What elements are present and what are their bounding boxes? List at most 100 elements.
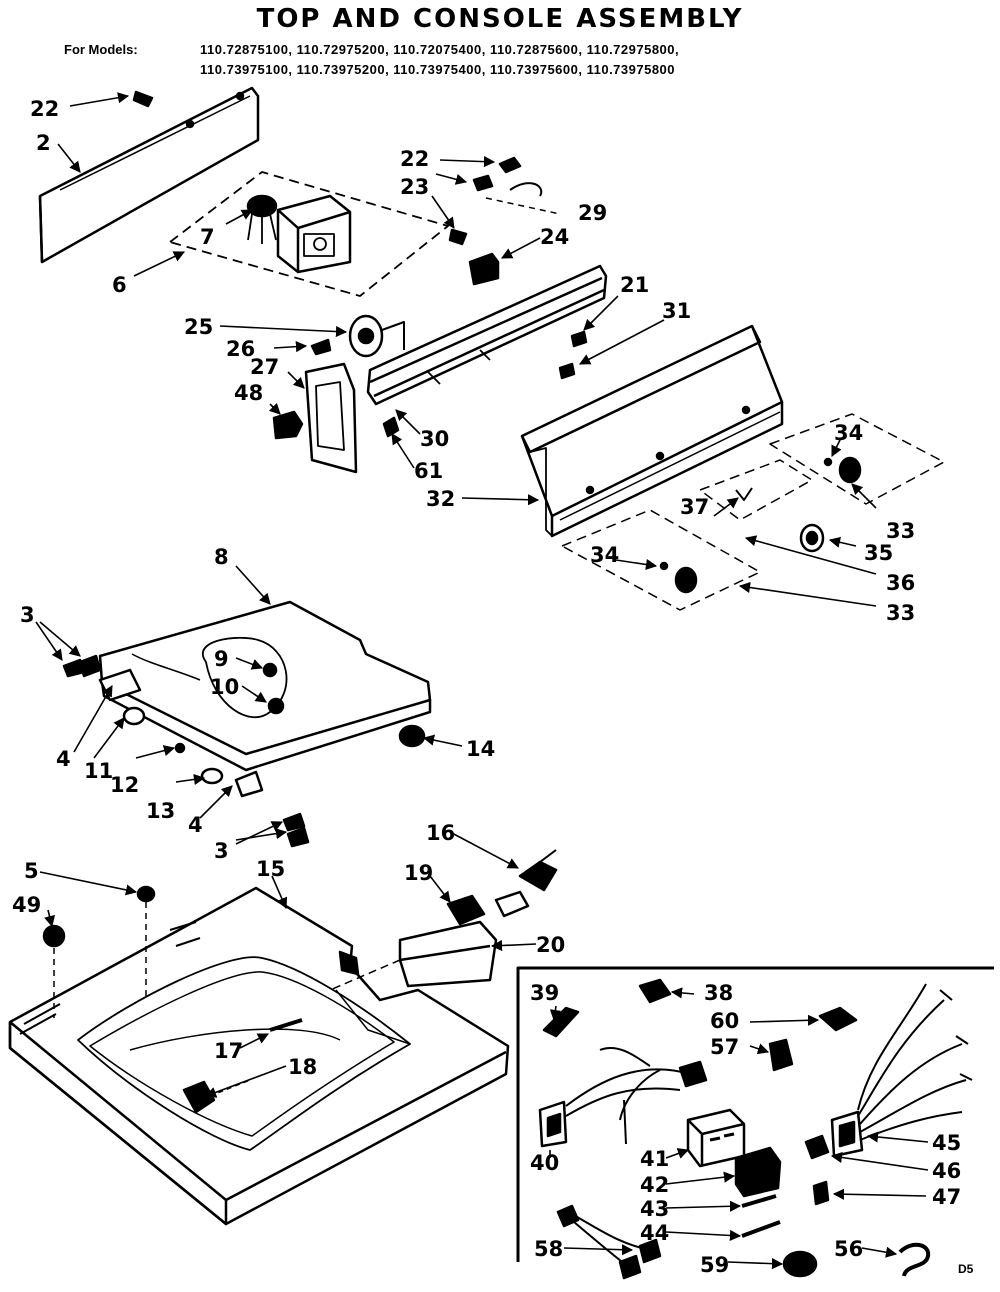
leader-line (831, 439, 842, 458)
leader-line (665, 1171, 736, 1185)
callout-label: 37 (680, 495, 709, 519)
knob-part (659, 456, 862, 594)
console-panel-part (520, 324, 784, 538)
hardware-cluster-part (448, 156, 561, 246)
leader-line (235, 821, 284, 845)
callout-label: 61 (414, 459, 443, 483)
leader-line (749, 1014, 820, 1026)
diagram-title: TOP AND CONSOLE ASSEMBLY (256, 4, 744, 34)
leader-line (828, 536, 857, 548)
leader-line (235, 565, 271, 605)
callout-label: 26 (226, 337, 255, 361)
leader-line (665, 1148, 690, 1159)
cap-part (136, 885, 156, 903)
leader-line (583, 295, 619, 331)
leader-line (135, 745, 176, 759)
clip-part (272, 410, 304, 440)
callout-label: 29 (578, 201, 607, 225)
leader-line (235, 828, 288, 841)
callout-label: 6 (112, 273, 127, 297)
lid-part (98, 600, 432, 772)
leader-line (744, 535, 877, 575)
leader-line (461, 494, 540, 506)
leader-line (93, 717, 125, 759)
knob-area-outline (699, 459, 813, 521)
leader-line (579, 319, 665, 365)
leader-line (175, 773, 206, 785)
leader-line (273, 341, 308, 353)
bracket-part (468, 252, 500, 286)
callout-label: 42 (640, 1173, 669, 1197)
callout-label: 20 (536, 933, 565, 957)
callout-label: 24 (540, 225, 569, 249)
leader-line (431, 195, 455, 229)
callout-label: 9 (214, 647, 229, 671)
leader-line (866, 1131, 929, 1143)
wire-harness-part (538, 1047, 708, 1148)
callout-label: 33 (886, 519, 915, 543)
leader-line (73, 685, 113, 753)
callout-label: 14 (466, 737, 495, 761)
motor-part (348, 314, 405, 358)
relay-part (734, 1146, 782, 1198)
page-code: D5 (958, 1262, 974, 1276)
knob-area-outline (561, 509, 761, 611)
callout-label: 38 (704, 981, 733, 1005)
hose-clamp-part (898, 1242, 931, 1277)
leader-line (749, 1043, 770, 1055)
callout-label: 13 (146, 799, 175, 823)
leader-line (39, 871, 138, 896)
callout-label: 12 (110, 773, 139, 797)
callout-label: 39 (530, 981, 559, 1005)
screw-part (741, 1194, 777, 1208)
callout-label: 56 (834, 1237, 863, 1261)
washer-top-part (8, 886, 510, 1226)
leader-line (449, 831, 519, 869)
leader-line (239, 1033, 270, 1049)
callout-label: 45 (932, 1131, 961, 1155)
callout-label: 18 (288, 1055, 317, 1079)
callout-label: 3 (20, 603, 35, 627)
leader-line (271, 875, 288, 910)
lid-switch-part (446, 849, 558, 926)
callout-label: 8 (214, 545, 229, 569)
leader-line (490, 939, 537, 952)
leader-line (57, 143, 81, 173)
leader-line (851, 483, 877, 509)
leader-line (830, 1151, 929, 1171)
models-label: For Models: (64, 42, 138, 57)
switch-part (246, 194, 278, 244)
clip-part (804, 1134, 830, 1160)
leader-line (219, 325, 348, 338)
leader-line (133, 251, 186, 277)
callout-label: 27 (250, 355, 279, 379)
callout-label: 58 (534, 1237, 563, 1261)
leader-line (670, 987, 695, 999)
callout-label: 25 (184, 315, 213, 339)
leader-line (44, 909, 55, 928)
clamp-part (768, 1038, 794, 1072)
callout-label: 5 (24, 859, 39, 883)
callout-label: 32 (426, 487, 455, 511)
callout-label: 35 (864, 541, 893, 565)
callout-label: 33 (886, 601, 915, 625)
leader-line (549, 1005, 561, 1022)
control-rail-part (366, 264, 608, 406)
callout-label: 49 (12, 893, 41, 917)
callout-label: 41 (640, 1147, 669, 1171)
callout-label: 30 (420, 427, 449, 451)
leader-line (268, 402, 281, 415)
leader-line (713, 497, 739, 517)
leader-line (832, 1188, 927, 1200)
terminal-part (542, 1006, 580, 1038)
leader-line (235, 657, 264, 670)
leader-line (501, 237, 541, 259)
leader-line (727, 1258, 784, 1270)
models-line-1: 110.72875100, 110.72975200, 110.72075400… (200, 42, 680, 57)
callout-label: 34 (590, 543, 619, 567)
timer-part (276, 194, 352, 274)
callout-label: 46 (932, 1159, 961, 1183)
callout-label: 3 (214, 839, 229, 863)
callout-label: 15 (256, 857, 285, 881)
callout-label: 19 (404, 861, 433, 885)
